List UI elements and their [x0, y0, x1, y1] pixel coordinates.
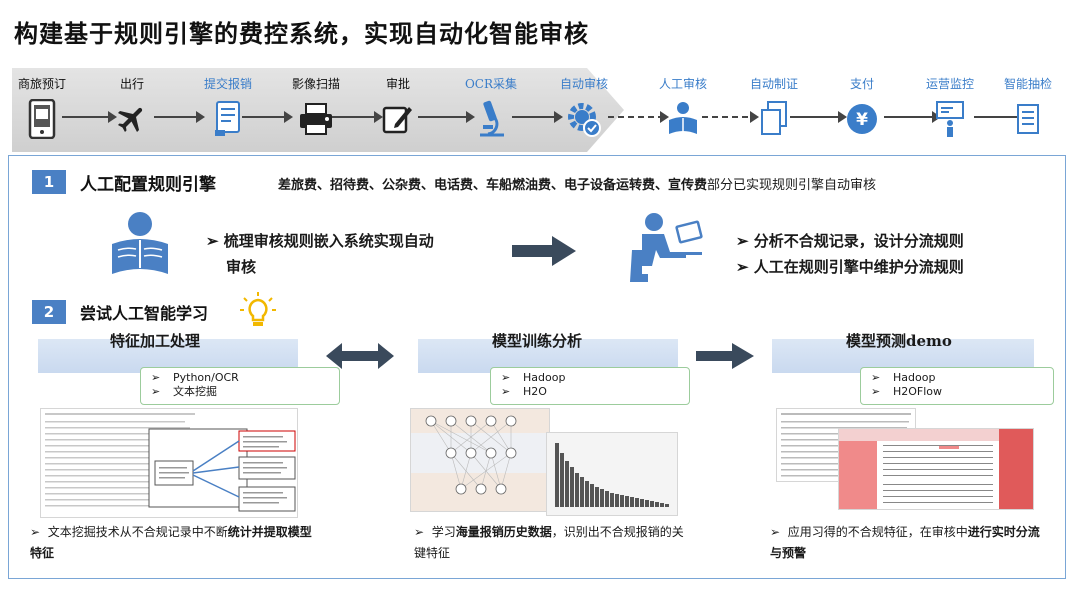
tool-box: ➢Hadoop ➢H2O	[490, 367, 690, 405]
documents-icon	[753, 98, 795, 140]
step-travel-booking: 商旅预订	[2, 76, 82, 140]
svg-text:¥: ¥	[856, 110, 868, 130]
step-label: OCR采集	[464, 77, 518, 91]
feature-importance-chart	[546, 432, 678, 516]
stage-title: 模型预测demo	[846, 332, 952, 350]
step-label: 出行	[119, 77, 144, 91]
section-number: 1	[32, 170, 66, 194]
step-label: 提交报销	[203, 77, 252, 91]
step-auto-voucher: 自动制证	[734, 76, 814, 140]
step-auto-audit: 自动审核	[544, 76, 624, 140]
section-title: 人工配置规则引擎	[80, 175, 216, 195]
reader-person-icon	[662, 98, 704, 140]
neural-network-screenshot	[410, 408, 550, 512]
checklist-icon	[1007, 98, 1049, 140]
description-rest: 部分已实现规则引擎自动审核	[707, 178, 877, 193]
flow-arrow	[62, 111, 117, 123]
step-submit-expense: 提交报销	[188, 76, 268, 140]
section-number: 2	[32, 300, 66, 324]
step-payment: 支付 ¥	[822, 76, 902, 140]
text-mining-screenshot	[40, 408, 298, 518]
expense-types: 差旅费、招待费、公杂费、电话费、车船燃油费、电子设备运转费、宣传费	[278, 178, 708, 193]
prediction-results-table-bottom	[838, 480, 1034, 510]
caption-prediction: ➢ 应用习得的不合规特征，在审核中进行实时分流与预警	[770, 525, 1040, 560]
approve-pen-icon	[377, 98, 419, 140]
flow-arrow	[154, 111, 205, 123]
tool-item: Hadoop	[523, 371, 566, 384]
step-label: 影像扫描	[291, 77, 340, 91]
flow-arrow	[512, 111, 563, 123]
step-label: 人工审核	[658, 77, 707, 91]
caption-model-training: ➢ 学习海量报销历史数据，识别出不合规报销的关键特征	[414, 525, 684, 560]
mobile-booking-icon	[21, 98, 63, 140]
section-title: 尝试人工智能学习	[80, 304, 209, 323]
lightbulb-icon	[238, 290, 278, 330]
reading-person-icon	[108, 210, 172, 280]
step-label: 商旅预订	[17, 77, 66, 91]
step-travel: 出行	[92, 76, 172, 140]
step-label: 支付	[849, 77, 874, 91]
double-arrow-icon	[326, 343, 394, 373]
flow-arrow-dashed	[702, 111, 759, 123]
tool-item: Python/OCR	[173, 371, 239, 384]
right-bullets: ➢ 分析不合规记录，设计分流规则 ➢ 人工在规则引擎中维护分流规则	[736, 228, 964, 280]
step-ops-monitoring: 运营监控	[910, 76, 990, 140]
step-smart-sampling: 智能抽检	[988, 76, 1068, 140]
tool-item: Hadoop	[893, 371, 936, 384]
tool-item: H2OFlow	[893, 385, 943, 398]
prediction-results-table	[838, 428, 1034, 486]
tool-item: 文本挖掘	[173, 385, 217, 398]
microscope-icon	[470, 98, 512, 140]
step-ocr: OCR采集	[451, 76, 531, 140]
flow-arrow	[790, 111, 847, 123]
step-label: 审批	[385, 77, 410, 91]
right-arrow-icon	[512, 236, 576, 270]
flow-arrow	[242, 111, 293, 123]
bullet-maintain: ➢ 人工在规则引擎中维护分流规则	[736, 258, 964, 276]
step-image-scan: 影像扫描	[276, 76, 356, 140]
flow-arrow	[418, 111, 475, 123]
flow-arrow	[332, 111, 383, 123]
tool-item: H2O	[523, 385, 547, 398]
presenter-board-icon	[929, 98, 971, 140]
stage-title: 特征加工处理	[110, 332, 201, 350]
bullet-analyze: ➢ 分析不合规记录，设计分流规则	[736, 232, 964, 250]
step-label: 运营监控	[925, 77, 974, 91]
scanner-icon	[295, 98, 337, 140]
submit-document-icon	[207, 98, 249, 140]
step-approval: 审批	[358, 76, 438, 140]
computer-user-icon	[626, 210, 710, 286]
right-arrow-icon	[696, 343, 754, 373]
bullet-rule-embed: ➢ 梳理审核规则嵌入系统实现自动 审核	[206, 232, 434, 276]
auto-check-gear-icon	[563, 98, 605, 140]
tool-box: ➢Python/OCR ➢文本挖掘	[140, 367, 340, 405]
flow-arrow-dashed	[608, 111, 669, 123]
step-manual-audit: 人工审核	[643, 76, 723, 140]
stage-title: 模型训练分析	[492, 332, 583, 350]
section-description: 差旅费、招待费、公杂费、电话费、车船燃油费、电子设备运转费、宣传费部分已实现规则…	[278, 174, 876, 193]
yen-coin-icon: ¥	[841, 98, 883, 140]
step-label: 自动审核	[559, 77, 608, 91]
tool-box: ➢Hadoop ➢H2OFlow	[860, 367, 1054, 405]
step-label: 智能抽检	[1003, 77, 1052, 91]
page-title: 构建基于规则引擎的费控系统，实现自动化智能审核	[14, 19, 589, 48]
caption-text-mining: ➢ 文本挖掘技术从不合规记录中不断统计并提取模型特征	[30, 525, 312, 560]
airplane-icon	[111, 98, 153, 140]
step-label: 自动制证	[749, 77, 798, 91]
